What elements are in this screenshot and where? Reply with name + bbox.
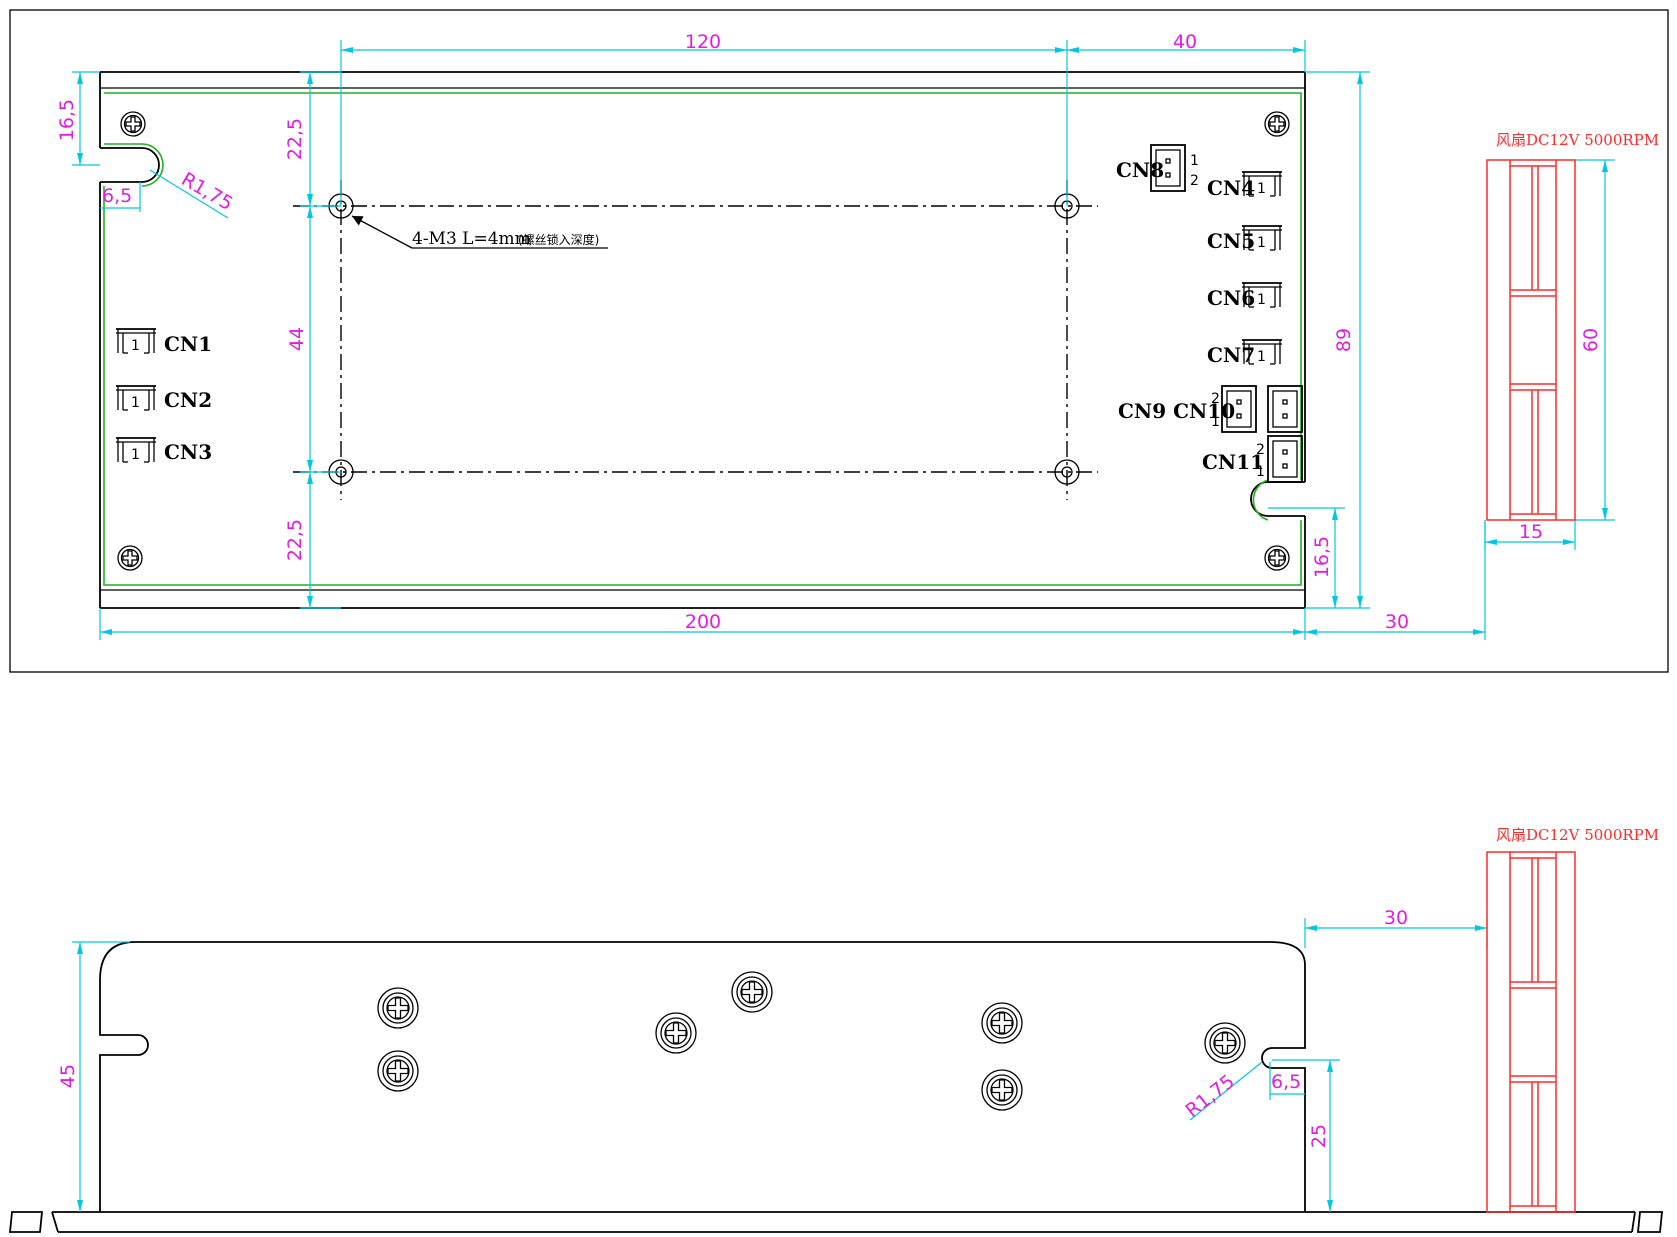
- connector-label-cn11: CN11: [1202, 450, 1264, 474]
- connector-label-cn1: CN1: [164, 332, 212, 356]
- dim-120: 120: [685, 31, 721, 53]
- pin-label: 1: [131, 395, 140, 411]
- dim-200: 200: [685, 611, 721, 633]
- connector-label-cn3: CN3: [164, 440, 212, 464]
- pin-label: 1: [131, 338, 140, 354]
- screw-icon: [1264, 545, 1290, 571]
- pin-label: 1: [1211, 414, 1220, 430]
- screw-icon: [120, 111, 146, 137]
- pin-label: 1: [1190, 153, 1199, 169]
- screw-icon: [377, 987, 419, 1029]
- dim-25: 25: [1308, 1124, 1330, 1148]
- dim-89: 89: [1333, 328, 1355, 352]
- top-view-housing: [99, 71, 1306, 609]
- pin-label: 1: [1257, 181, 1266, 197]
- mount-hole-note: (螺丝锁入深度): [518, 232, 599, 247]
- pin-label: 2: [1256, 442, 1265, 458]
- screw-icon: [117, 545, 143, 571]
- connector-label-cn7: CN7: [1207, 343, 1255, 367]
- pin-label: 2: [1211, 391, 1220, 407]
- connector-cn10-icon: [1267, 385, 1303, 433]
- dim-side-slot-radius: R1,75: [1182, 1070, 1239, 1122]
- dim-fan-15: 15: [1519, 521, 1543, 543]
- pin-label: 1: [131, 447, 140, 463]
- fan-label-top: 风扇DC12V 5000RPM: [1496, 131, 1659, 149]
- dim-22-5-bottom: 22,5: [284, 519, 306, 561]
- connector-label-cn8: CN8: [1116, 158, 1164, 182]
- mounting-pattern: [293, 180, 1098, 500]
- dim-16-5-left: 16,5: [56, 99, 78, 141]
- dim-slot-radius: R1,75: [178, 168, 237, 215]
- dim-45: 45: [57, 1064, 79, 1088]
- pin-label: 1: [1257, 235, 1266, 251]
- dim-30-top: 30: [1385, 611, 1409, 633]
- dim-44: 44: [286, 327, 308, 351]
- connector-label-cn6: CN6: [1207, 286, 1255, 310]
- top-view-frame: [9, 9, 1669, 673]
- dim-40: 40: [1173, 31, 1197, 53]
- dim-side-slot-6-5: 6,5: [1271, 1071, 1301, 1093]
- dim-slot-6-5: 6,5: [102, 185, 132, 207]
- dim-22-5-top: 22,5: [284, 118, 306, 160]
- side-view-housing: [9, 941, 1663, 1233]
- connector-cn11-icon: [1267, 435, 1303, 483]
- connector-label-cn2: CN2: [164, 388, 212, 412]
- dim-30-side: 30: [1384, 907, 1408, 929]
- pin-label: 1: [1257, 349, 1266, 365]
- fan-top-view: [1486, 159, 1576, 521]
- top-view-dimensions: [72, 40, 1615, 640]
- screw-icon: [377, 1050, 419, 1092]
- pin-label: 1: [1257, 292, 1266, 308]
- fan-side-view: [1486, 851, 1576, 1213]
- pcb-outline: [103, 92, 1302, 586]
- dim-16-5-right: 16,5: [1311, 536, 1333, 578]
- connector-label-cn5: CN5: [1207, 229, 1255, 253]
- screw-icon: [731, 971, 773, 1013]
- fan-label-side: 风扇DC12V 5000RPM: [1496, 826, 1659, 844]
- dim-fan-60: 60: [1580, 328, 1602, 352]
- leader-line: [351, 215, 413, 249]
- mount-hole-annotation: 4-M3 L=4mm: [412, 229, 531, 249]
- screw-icon: [981, 1069, 1023, 1111]
- side-view-dimensions: [72, 918, 1488, 1212]
- connector-label-cn4: CN4: [1207, 176, 1255, 200]
- screw-icon: [1264, 111, 1290, 137]
- connector-label-cn9-cn10: CN9 CN10: [1118, 399, 1235, 423]
- screw-icon: [1204, 1022, 1246, 1064]
- pin-label: 1: [1256, 464, 1265, 480]
- screw-icon: [981, 1002, 1023, 1044]
- pin-label: 2: [1190, 173, 1199, 189]
- screw-icon: [655, 1012, 697, 1054]
